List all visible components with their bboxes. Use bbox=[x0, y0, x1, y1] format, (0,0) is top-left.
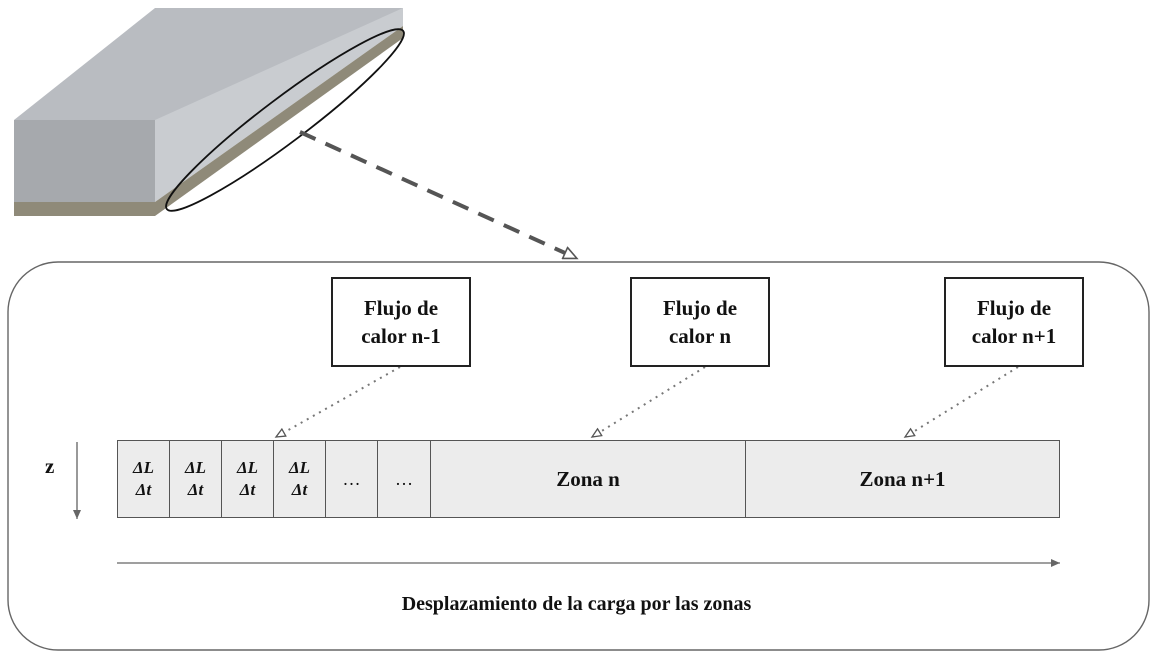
delta-t: Δt bbox=[187, 480, 204, 499]
delta-l: ΔL bbox=[236, 458, 259, 477]
ellipsis: … bbox=[395, 468, 413, 489]
delta-l: ΔL bbox=[132, 458, 155, 477]
zone-n-plus-1-cell: Zona n+1 bbox=[745, 440, 1060, 518]
delta-t: Δt bbox=[135, 480, 152, 499]
delta-t: Δt bbox=[239, 480, 256, 499]
heat-flux-box-n-plus-1: Flujo de calor n+1 bbox=[944, 277, 1084, 367]
slab-front-face bbox=[14, 120, 155, 202]
edge-highlight-ellipse bbox=[165, 28, 405, 212]
zone-label: Zona n+1 bbox=[859, 466, 946, 491]
detail-panel bbox=[7, 261, 1150, 651]
delta-cell-1: ΔL Δt bbox=[117, 440, 170, 518]
heat-flux-arrow-2 bbox=[590, 366, 706, 438]
delta-l: ΔL bbox=[184, 458, 207, 477]
zone-n-cell: Zona n bbox=[430, 440, 746, 518]
slab-top-face bbox=[14, 8, 403, 120]
ellipsis: … bbox=[342, 468, 361, 489]
ellipsis-cell-1: … bbox=[325, 440, 378, 518]
heat-flux-box-n: Flujo de calor n bbox=[630, 277, 770, 367]
heat-flux-box-line2: calor n-1 bbox=[361, 324, 441, 348]
zone-label: Zona n bbox=[556, 466, 620, 491]
steel-slab bbox=[14, 8, 403, 216]
delta-cell-3: ΔL Δt bbox=[221, 440, 274, 518]
heat-flux-box-line1: Flujo de bbox=[363, 296, 439, 320]
delta-t: Δt bbox=[291, 480, 308, 499]
slab-base-strip bbox=[14, 202, 155, 216]
heat-flux-box-line2: calor n+1 bbox=[971, 324, 1057, 348]
heat-flux-box-line2: calor n bbox=[668, 324, 732, 348]
heat-flux-box-n-minus-1: Flujo de calor n-1 bbox=[331, 277, 471, 367]
ellipsis-cell-2: … bbox=[377, 440, 431, 518]
heat-flux-arrow-3 bbox=[903, 366, 1019, 438]
displacement-caption: Desplazamiento de la carga por las zonas bbox=[401, 593, 752, 615]
slab-side-face bbox=[155, 8, 403, 202]
heat-flux-arrow-1 bbox=[274, 366, 401, 438]
delta-cell-4: ΔL Δt bbox=[273, 440, 326, 518]
heat-flux-box-line1: Flujo de bbox=[976, 296, 1052, 320]
slab-side-base-strip bbox=[155, 26, 403, 216]
heat-flux-box-line1: Flujo de bbox=[662, 296, 738, 320]
z-axis-label: z bbox=[45, 454, 55, 478]
delta-l: ΔL bbox=[288, 458, 311, 477]
dashed-zoom-arrow bbox=[299, 130, 576, 260]
delta-cell-2: ΔL Δt bbox=[169, 440, 222, 518]
